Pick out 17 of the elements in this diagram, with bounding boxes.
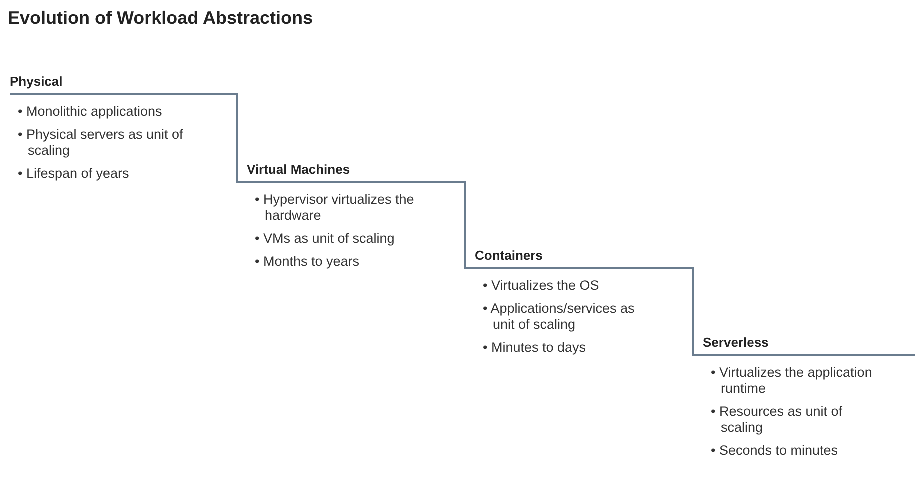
bullet-point: • Virtualizes the OS xyxy=(483,278,600,294)
step-heading: Physical xyxy=(10,73,64,91)
bullet-point: • Virtualizes the application runtime xyxy=(711,365,874,397)
diagram-title: Evolution of Workload Abstractions xyxy=(8,8,314,29)
step-heading: Serverless xyxy=(703,334,770,352)
bullet-point: • Months to years xyxy=(255,254,361,270)
bullet-point: • Lifespan of years xyxy=(18,166,130,182)
bullet-point: • Applications/services as unit of scaling xyxy=(483,301,636,333)
bullet-point: • Resources as unit of scaling xyxy=(711,404,844,436)
bullet-point: • Hypervisor virtualizes the hardware xyxy=(255,192,416,224)
bullet-point: • Monolithic applications xyxy=(18,104,164,120)
step-heading: Virtual Machines xyxy=(247,161,352,179)
bullet-point: • Seconds to minutes xyxy=(711,443,840,459)
bullet-point: • Physical servers as unit of scaling xyxy=(18,127,184,159)
step-heading: Containers xyxy=(475,247,544,265)
bullet-point: • Minutes to days xyxy=(483,340,588,356)
bullet-point: • VMs as unit of scaling xyxy=(255,231,396,247)
